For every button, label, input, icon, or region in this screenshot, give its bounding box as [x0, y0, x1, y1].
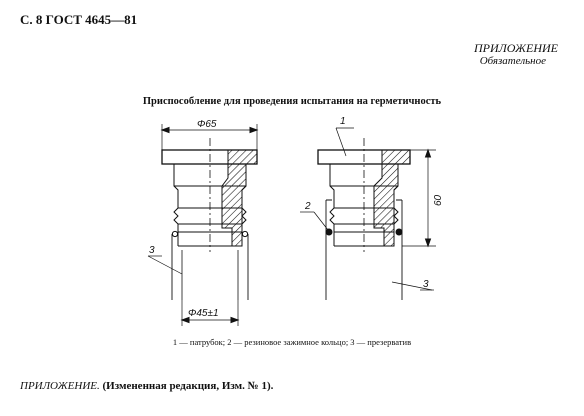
footer-appendix: ПРИЛОЖЕНИЕ.	[20, 380, 100, 392]
right-fitting-view	[300, 127, 436, 300]
callout-3-right: 3	[423, 279, 429, 290]
footer-revision: (Измененная редакция, Изм. № 1).	[102, 380, 274, 392]
footer-note: ПРИЛОЖЕНИЕ. (Измененная редакция, Изм. №…	[20, 380, 273, 392]
callout-2: 2	[304, 201, 311, 212]
page-header: С. 8 ГОСТ 4645—81	[20, 12, 138, 27]
appendix-label: ПРИЛОЖЕНИЕ	[474, 41, 558, 55]
figure-title: Приспособление для проведения испытания …	[142, 96, 442, 107]
figure-caption: 1 — патрубок; 2 — резиновое зажимное кол…	[172, 337, 412, 347]
left-fitting-view	[147, 124, 259, 326]
callout-1: 1	[340, 116, 346, 127]
dim-diameter-top: Φ65	[197, 119, 217, 130]
appendix-status: Обязательное	[479, 55, 546, 67]
dim-height: 60	[433, 194, 444, 206]
callout-3-left: 3	[149, 245, 155, 256]
dim-diameter-bottom: Φ45±1	[188, 308, 219, 319]
